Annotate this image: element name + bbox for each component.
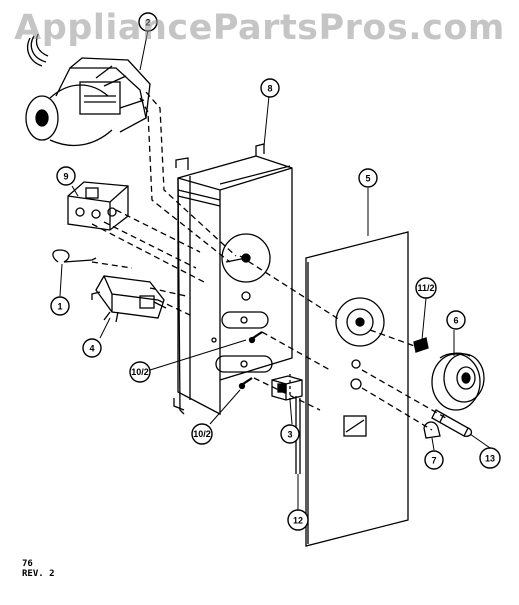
screw-lower [238, 377, 253, 390]
back-plate-part [173, 143, 293, 416]
callout-5: 5 [358, 168, 378, 188]
callout-13: 13 [479, 447, 501, 469]
callout-12: 12 [287, 509, 309, 531]
callout-4: 4 [82, 338, 102, 358]
watermark-text: AppliancePartsPros.com [14, 8, 505, 48]
switch-part [91, 275, 167, 323]
callout-10-2-upper: 10/2 [129, 361, 151, 383]
spring-clip-part [52, 249, 97, 263]
svg-text:4: 4 [89, 344, 94, 354]
callout-8: 8 [260, 78, 280, 98]
indicator-shaft-part [431, 409, 473, 437]
motor-part [25, 33, 151, 147]
svg-text:5: 5 [365, 174, 370, 184]
svg-text:2: 2 [145, 18, 150, 28]
terminal-leaders [91, 209, 205, 283]
svg-text:11/2: 11/2 [417, 283, 434, 293]
screw-upper [248, 331, 263, 344]
callout-7: 7 [424, 450, 444, 470]
svg-text:8: 8 [267, 84, 272, 94]
svg-text:12: 12 [293, 516, 303, 526]
switch-leaders [91, 261, 193, 317]
svg-text:7: 7 [431, 456, 436, 466]
callout-leaders [59, 29, 491, 510]
page-number: 76 [22, 559, 33, 569]
nut-part [413, 337, 429, 353]
revision-label: REV. 2 [22, 569, 55, 579]
callout-6: 6 [446, 310, 466, 330]
callout-11-2: 11/2 [415, 277, 437, 299]
button-cap-part [423, 421, 441, 439]
svg-text:9: 9 [63, 172, 68, 182]
svg-text:1: 1 [57, 302, 62, 312]
page-footer: 76 REV. 2 [22, 559, 55, 579]
svg-text:10/2: 10/2 [193, 429, 211, 439]
callout-2: 2 [138, 12, 158, 32]
knob-part [431, 352, 485, 411]
callout-10-2-lower: 10/2 [191, 423, 213, 445]
callout-3: 3 [280, 424, 300, 444]
panel-leaders [239, 255, 447, 431]
svg-text:6: 6 [453, 316, 458, 326]
callout-1: 1 [50, 296, 70, 316]
motor-wire-leaders [139, 91, 237, 263]
svg-text:10/2: 10/2 [131, 367, 149, 377]
callout-9: 9 [56, 166, 76, 186]
front-panel-part [305, 231, 409, 547]
svg-text:13: 13 [485, 454, 495, 464]
svg-text:3: 3 [287, 430, 292, 440]
terminal-block-part [67, 181, 129, 231]
